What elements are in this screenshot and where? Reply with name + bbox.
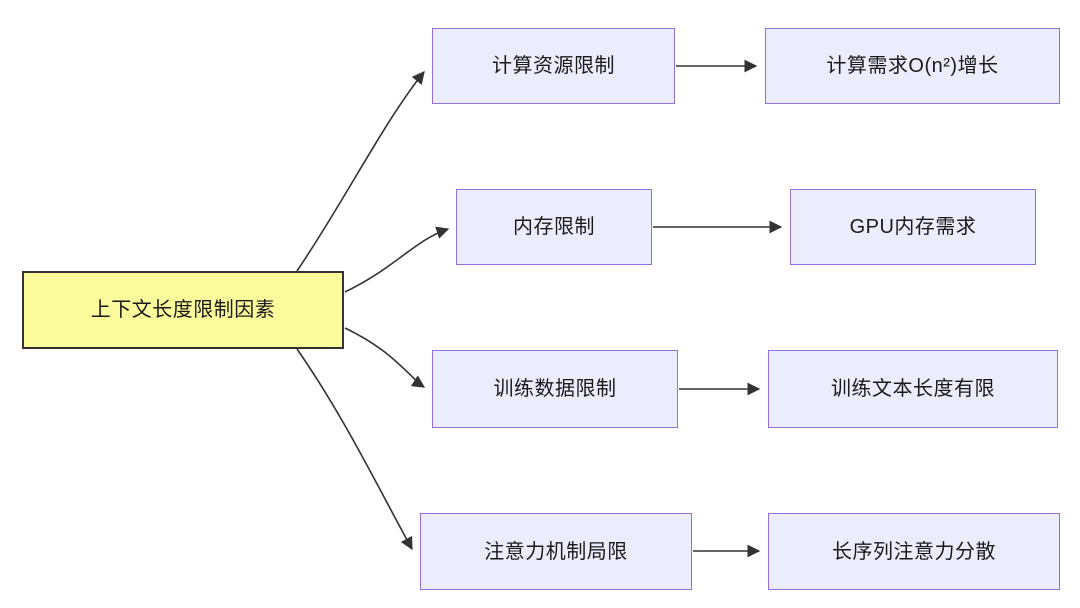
- edge-root-to-compute: [296, 71, 425, 272]
- node-gpu-memory: GPU内存需求: [790, 189, 1036, 265]
- node-attention-dispersion: 长序列注意力分散: [768, 513, 1060, 590]
- node-attention-limit: 注意力机制局限: [420, 513, 692, 590]
- node-memory-limit: 内存限制: [456, 189, 652, 265]
- edge-root-to-memory: [344, 226, 450, 293]
- edge-root-to-training: [344, 327, 426, 388]
- node-training-text-length: 训练文本长度有限: [768, 350, 1058, 428]
- node-training-data-limit: 训练数据限制: [432, 350, 678, 428]
- node-compute-limit: 计算资源限制: [432, 28, 675, 104]
- node-root: 上下文长度限制因素: [22, 271, 344, 349]
- edge-root-to-attention: [296, 348, 413, 551]
- node-compute-growth: 计算需求O(n²)增长: [765, 28, 1060, 104]
